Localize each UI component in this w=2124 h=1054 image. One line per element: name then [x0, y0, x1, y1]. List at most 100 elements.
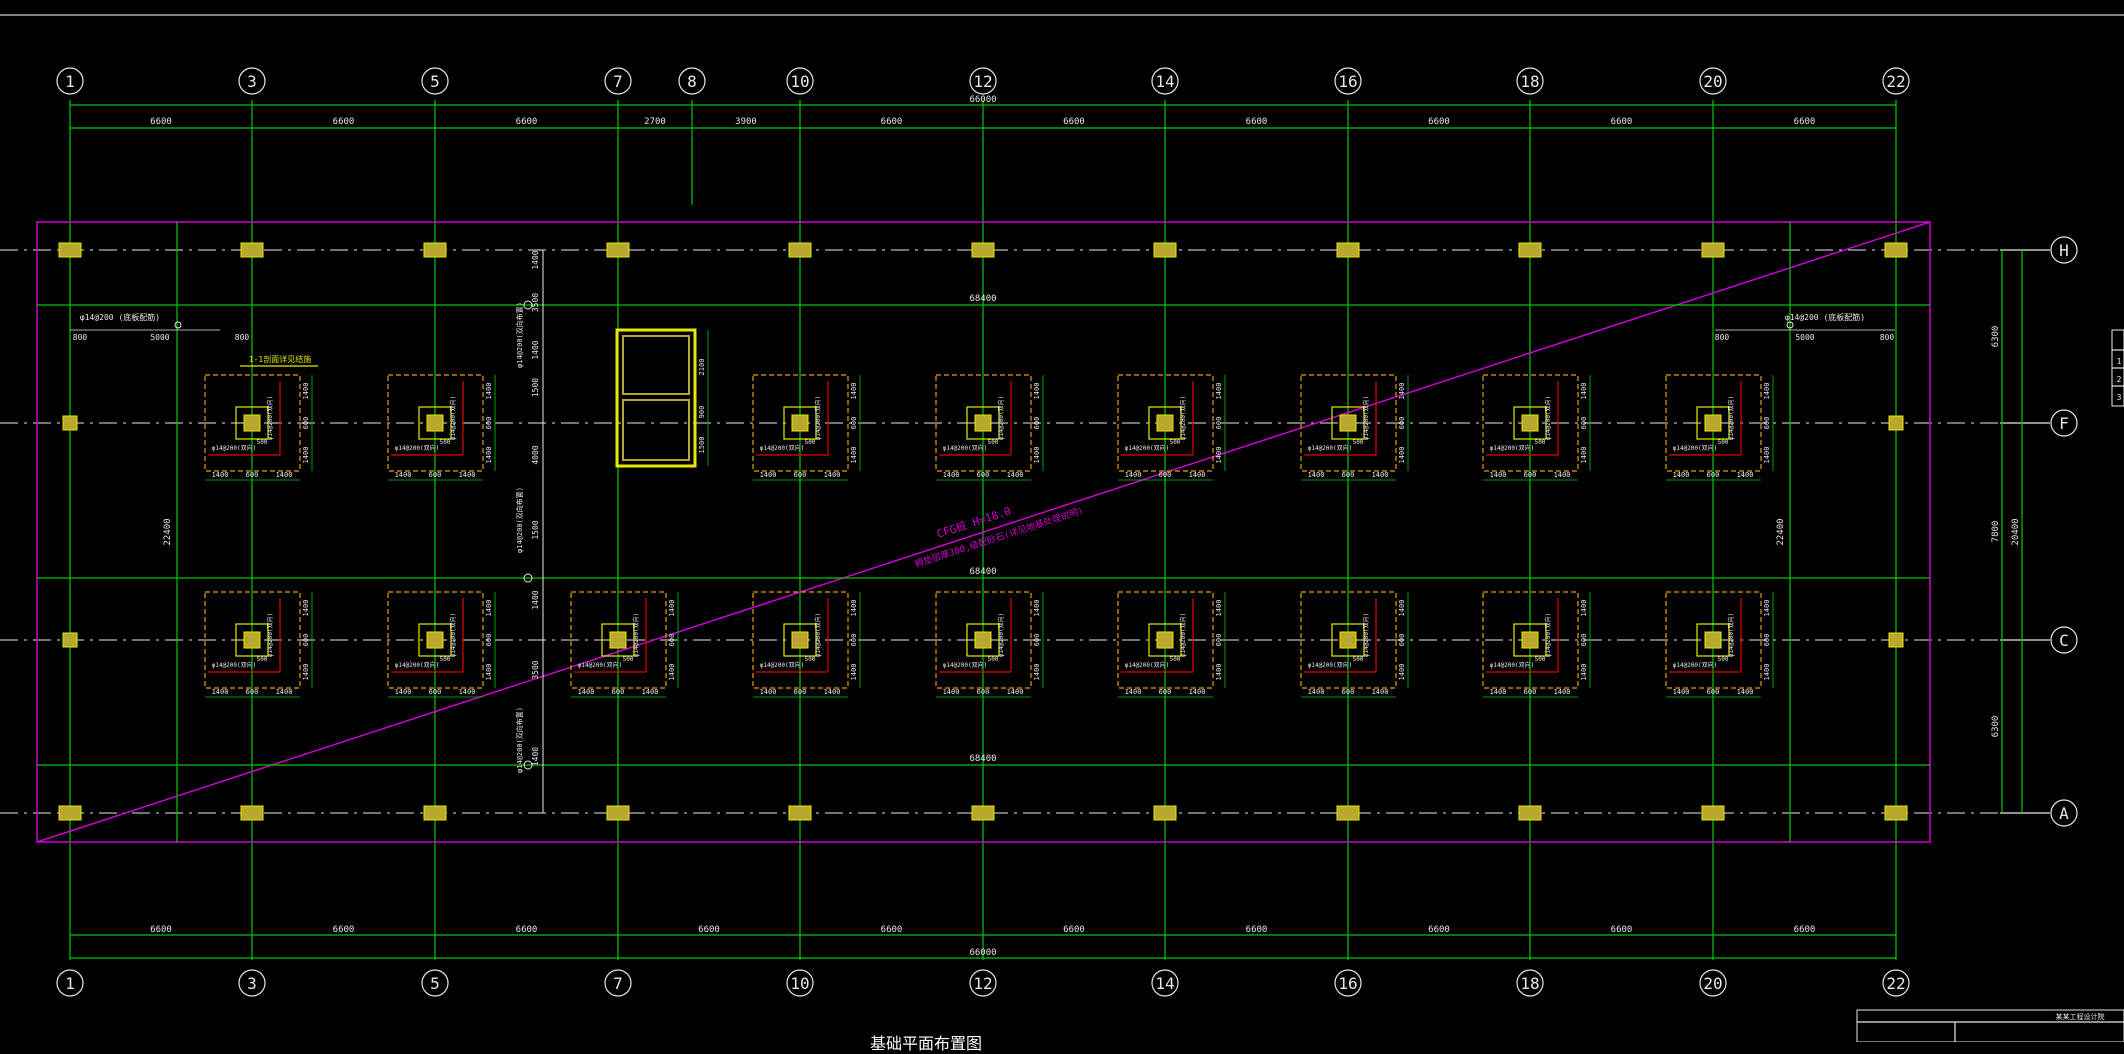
footing-column: [791, 414, 809, 432]
footing-dim: 1400: [1763, 600, 1771, 617]
footing-column: [974, 414, 992, 432]
footing-dim: 1400: [668, 664, 676, 681]
column-pier: [1888, 632, 1904, 648]
pit-outer: [615, 328, 697, 468]
footing-tag: 1-1剖面详见结施: [249, 354, 311, 364]
foundation-outline: [36, 221, 1931, 843]
footing-dim: 1400: [1033, 664, 1041, 681]
footing-inner-dim: 500: [1535, 439, 1546, 446]
footing-dim: 600: [1580, 417, 1588, 430]
column-pier: [1518, 242, 1542, 258]
footing-dim: 1400: [1398, 600, 1406, 617]
footing-dim: 1400: [850, 383, 858, 400]
title-block-header: 某某工程设计院: [2056, 1012, 2105, 1021]
vertical-chain-dim: 1500: [531, 378, 540, 397]
axis-bubble-C: [2050, 626, 2078, 654]
footing-dim: 1400: [1580, 383, 1588, 400]
vertical-chain-dim: 1500: [531, 520, 540, 539]
footing-pedestal: [1148, 406, 1182, 440]
column-pier: [788, 805, 812, 821]
vertical-chain-dim: 1400: [531, 340, 540, 359]
axis-label-top-1: 1: [65, 72, 75, 91]
right-span-dim: 6300: [1991, 326, 2001, 348]
right-note-dim: 800: [1880, 333, 1895, 342]
inner-dim: 68400: [969, 294, 996, 304]
footing-dim: 600: [1159, 688, 1172, 696]
footing-pedestal: [1513, 406, 1547, 440]
axis-label-top-14: 14: [1155, 72, 1174, 91]
footing-dim: 1400: [1763, 664, 1771, 681]
footing-dim: 1400: [276, 471, 293, 479]
footing-inner-dim: 500: [257, 439, 268, 446]
footing-dim: 1400: [1007, 471, 1024, 479]
footing-dim: 1400: [459, 688, 476, 696]
top-span-dim: 3900: [735, 117, 757, 127]
top-span-dim: 6600: [150, 117, 172, 127]
footing-inner-dim: 500: [1353, 656, 1364, 663]
footing-dim: 600: [1580, 634, 1588, 647]
footing-dim: 1400: [1125, 471, 1142, 479]
footing-rebar-label: φ14@200(双向): [943, 661, 988, 669]
column-pier: [1701, 242, 1725, 258]
footing-dim: 1400: [1398, 664, 1406, 681]
drawing-title: 基础平面布置图: [870, 1034, 983, 1053]
footing-rebar-label: φ14@200(双向): [760, 444, 805, 452]
footing-pedestal: [1331, 406, 1365, 440]
column-pier: [606, 805, 630, 821]
side-table-row: 2: [2117, 375, 2122, 384]
footing-dim: 1400: [1033, 383, 1041, 400]
axis-label-H: H: [2059, 241, 2069, 260]
footing-pedestal: [418, 623, 452, 657]
footing-pedestal: [1148, 623, 1182, 657]
footing-dim: 1400: [1580, 447, 1588, 464]
footing-dim: 600: [850, 417, 858, 430]
footing-dim: 600: [1763, 634, 1771, 647]
footing-dim: 1400: [1737, 471, 1754, 479]
footing-rebar-label: φ14@200(双向): [1362, 613, 1370, 658]
footing-dim: 1400: [1763, 447, 1771, 464]
axis-bubble-top-20: [1699, 67, 1727, 95]
axis-bubble-bottom-12: [969, 969, 997, 997]
axis-label-top-10: 10: [790, 72, 809, 91]
axis-label-bottom-18: 18: [1520, 974, 1539, 993]
axis-label-top-7: 7: [613, 72, 623, 91]
column-pier: [240, 805, 264, 821]
footing-inner-dim: 500: [805, 439, 816, 446]
left-note-dim: 5000: [150, 333, 169, 342]
left-note-dim: 800: [235, 333, 250, 342]
bottom-span-dim: 6600: [1246, 925, 1268, 935]
axis-bubble-bottom-18: [1516, 969, 1544, 997]
vertical-chain-dim: 3500: [531, 660, 540, 679]
footing-dim: 1400: [668, 600, 676, 617]
column-pier: [971, 242, 995, 258]
vertical-chain-dim: 1400: [531, 590, 540, 609]
axis-label-bottom-16: 16: [1338, 974, 1357, 993]
footing-dim: 1400: [1580, 664, 1588, 681]
footing-rebar-label: φ14@200(双向): [1308, 661, 1353, 669]
footing-rebar-label: φ14@200(双向): [1673, 444, 1718, 452]
footing-inner-dim: 500: [440, 439, 451, 446]
footing-dim: 1400: [1673, 688, 1690, 696]
footing-rebar-label: φ14@200(双向): [212, 444, 257, 452]
footing-pedestal: [1331, 623, 1365, 657]
axis-bubble-top-22: [1882, 67, 1910, 95]
column-pier: [62, 415, 78, 431]
footing-dim: 1400: [1189, 471, 1206, 479]
axis-bubble-top-8: [678, 67, 706, 95]
footing-rebar-label: φ14@200(双向): [395, 661, 440, 669]
left-note-dim: 800: [73, 333, 88, 342]
top-span-dim: 6600: [1794, 117, 1816, 127]
column-pier: [1336, 242, 1360, 258]
column-pier: [1336, 805, 1360, 821]
footing-inner-dim: 500: [1170, 439, 1181, 446]
bottom-span-dim: 6600: [1611, 925, 1633, 935]
footing-rebar-label: φ14@200(双向): [449, 613, 457, 658]
footing-dim: 1400: [485, 664, 493, 681]
inner-dim: 68400: [969, 754, 996, 764]
top-span-dim: 6600: [1063, 117, 1085, 127]
axis-label-top-5: 5: [430, 72, 440, 91]
top-span-dim: 2700: [644, 117, 666, 127]
footing-dim: 1400: [1215, 600, 1223, 617]
footing-dim: 600: [1398, 634, 1406, 647]
